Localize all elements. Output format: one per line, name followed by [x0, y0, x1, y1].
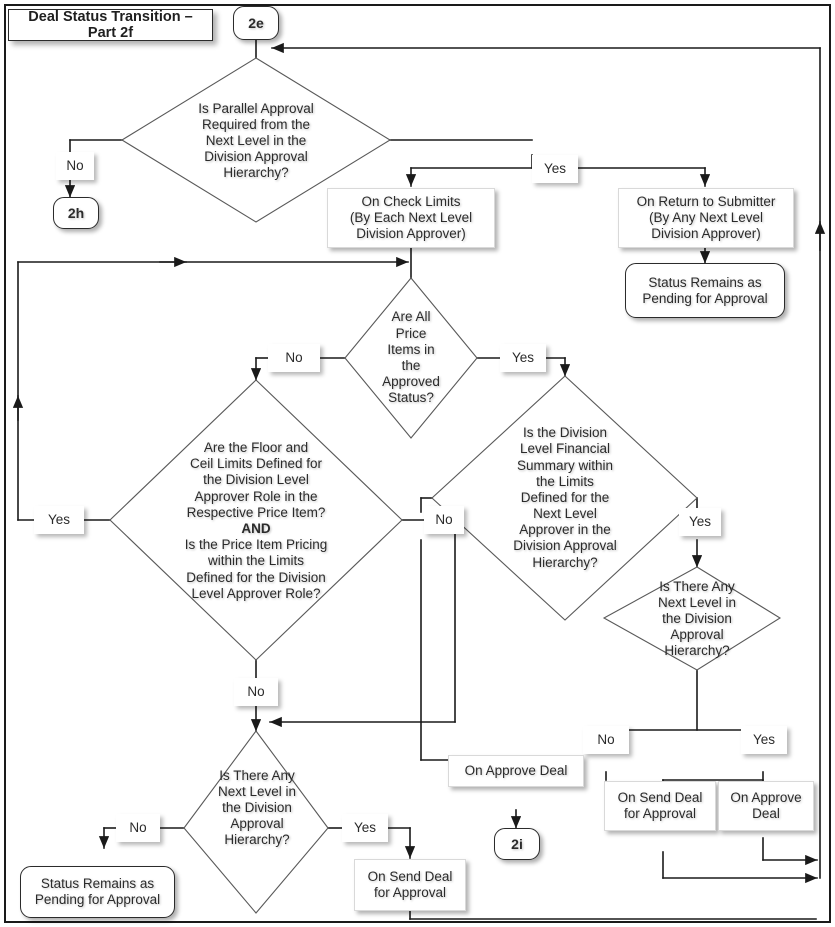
edge-label-price-items-yes: Yes: [500, 344, 546, 372]
process-on-check-limits-line2: (By Each Next Level: [349, 210, 473, 226]
edge-label-price-items-no: No: [268, 344, 320, 372]
edge-label-parallel-no-text: No: [66, 157, 84, 173]
process-on-return-to-submitter-line1: On Return to Submitter: [636, 194, 776, 210]
process-on-send-deal-bottom-line2: for Approval: [373, 885, 447, 900]
connector-2h[interactable]: 2h: [53, 197, 99, 229]
diamond-outline-next-level-right: [602, 566, 782, 671]
process-on-approve-deal-right-line2: Deal: [752, 806, 780, 821]
edge-label-floor-ceil-yes: Yes: [34, 506, 84, 534]
edge-label-parallel-yes: Yes: [532, 155, 578, 183]
process-on-return-to-submitter-line2: (By Any Next Level: [648, 210, 764, 226]
edge-label-next-level-right-yes-text: Yes: [752, 731, 776, 747]
edge-label-next-level-bottom-yes-text: Yes: [353, 819, 377, 835]
edge-label-price-items-no-text: No: [285, 349, 303, 365]
process-on-send-deal-for-approval-right[interactable]: On Send Deal for Approval: [604, 781, 716, 831]
edge-label-parallel-yes-text: Yes: [543, 160, 567, 176]
process-on-approve-deal-right-line1: On Approve: [730, 790, 802, 806]
process-on-return-to-submitter-line3: Division Approver): [651, 225, 761, 241]
diamond-outline-parallel-approval: [120, 57, 392, 223]
edge-label-next-level-right-yes: Yes: [741, 726, 787, 754]
connector-2e[interactable]: 2e: [233, 6, 279, 40]
process-on-approve-deal-middle[interactable]: On Approve Deal: [448, 755, 584, 787]
status-remains-pending-top: Status Remains as Pending for Approval: [625, 263, 785, 318]
edge-label-financial-yes-text: Yes: [688, 513, 712, 529]
edge-label-next-level-bottom-no-text: No: [129, 819, 147, 835]
edge-label-floor-ceil-no-text: No: [247, 683, 265, 699]
edge-label-financial-no: No: [424, 506, 464, 534]
process-on-send-deal-bottom-line1: On Send Deal: [367, 869, 453, 885]
edge-label-floor-ceil-yes-text: Yes: [47, 511, 71, 527]
process-on-send-deal-right-line1: On Send Deal: [617, 790, 703, 806]
process-on-approve-deal-right[interactable]: On Approve Deal: [718, 781, 814, 831]
diamond-outline-floor-ceil: [109, 379, 403, 661]
status-remains-pending-top-line2: Pending for Approval: [642, 290, 768, 306]
edge-label-parallel-no: No: [56, 152, 94, 180]
status-remains-pending-bottom-line2: Pending for Approval: [34, 892, 161, 907]
diagram-title-label: Deal Status Transition – Part 2f: [28, 9, 193, 41]
connector-2e-label: 2e: [248, 14, 264, 31]
edge-label-next-level-bottom-no: No: [116, 814, 160, 842]
edge-label-next-level-right-no-text: No: [597, 731, 615, 747]
connector-2h-label: 2h: [67, 204, 85, 221]
connector-2i-label: 2i: [511, 835, 523, 852]
process-on-send-deal-for-approval-bottom[interactable]: On Send Deal for Approval: [354, 859, 466, 911]
process-on-approve-deal-middle-label: On Approve Deal: [464, 763, 568, 779]
process-on-return-to-submitter[interactable]: On Return to Submitter (By Any Next Leve…: [618, 188, 794, 248]
diamond-outline-financial-summary: [431, 375, 698, 621]
diagram-title-box: Deal Status Transition – Part 2f: [8, 9, 213, 41]
process-on-check-limits-line1: On Check Limits: [361, 194, 461, 210]
status-remains-pending-bottom-line1: Status Remains as: [40, 876, 155, 892]
edge-label-next-level-bottom-yes: Yes: [342, 814, 388, 842]
connector-2i[interactable]: 2i: [494, 828, 540, 860]
edge-label-price-items-yes-text: Yes: [511, 349, 535, 365]
edge-label-financial-yes: Yes: [679, 508, 721, 536]
edge-label-next-level-right-no: No: [583, 726, 629, 754]
status-remains-pending-bottom: Status Remains as Pending for Approval: [20, 866, 175, 918]
edge-label-financial-no-text: No: [435, 511, 453, 527]
status-remains-pending-top-line1: Status Remains as: [648, 274, 762, 290]
diamond-outline-next-level-bottom: [183, 730, 329, 914]
diamond-outline-all-price-items: [344, 277, 478, 439]
edge-label-floor-ceil-no: No: [234, 678, 278, 706]
process-on-check-limits-line3: Division Approver): [356, 225, 466, 241]
process-on-check-limits[interactable]: On Check Limits (By Each Next Level Divi…: [327, 188, 495, 248]
process-on-send-deal-right-line2: for Approval: [623, 806, 697, 821]
